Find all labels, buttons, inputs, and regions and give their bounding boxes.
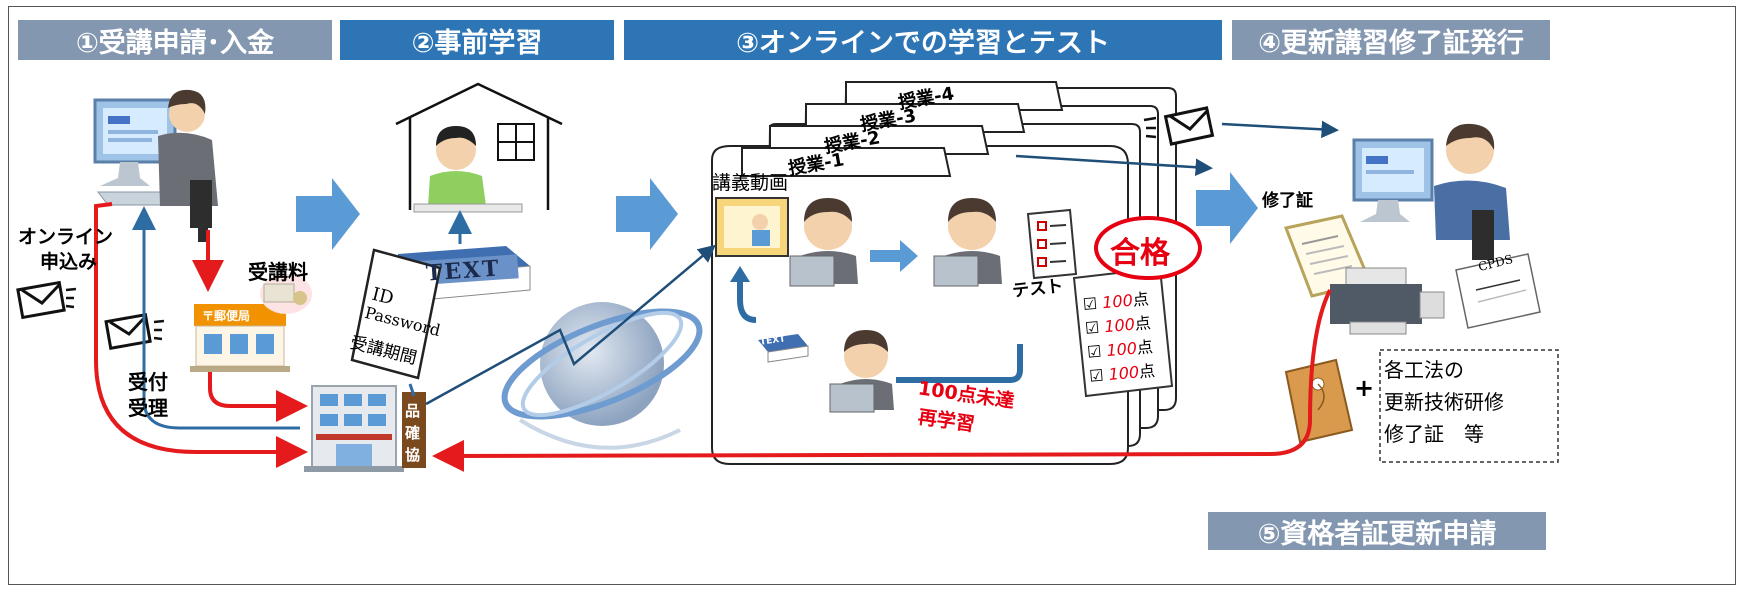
- note-box: [1379, 349, 1559, 463]
- step2-header: ②事前学習: [340, 20, 614, 60]
- building-icon: [304, 385, 426, 472]
- login-card-icon: [350, 248, 442, 380]
- check-icon: ☑: [1082, 293, 1104, 314]
- score-value: 100: [1103, 314, 1136, 337]
- student-laptop-icon: [789, 198, 858, 287]
- process-arrow: [616, 178, 678, 250]
- note-line-3: 修了証 等: [1384, 422, 1484, 446]
- home-study-icon: [395, 82, 563, 213]
- step3-header: ③オンラインでの学習とテスト: [624, 20, 1222, 60]
- process-arrow: [296, 178, 360, 250]
- check-icon: ☑: [1086, 341, 1108, 362]
- check-icon: ☑: [1084, 317, 1106, 338]
- pass-label: 合格: [1110, 236, 1170, 271]
- relearn-arrow: [730, 266, 1023, 383]
- step5-header: ⑤資格者証更新申請: [1208, 512, 1546, 550]
- org-label: 協: [405, 446, 421, 464]
- score-unit: 点: [1136, 337, 1154, 358]
- envelope-icon: [16, 280, 77, 320]
- post-office-icon: [190, 304, 290, 372]
- note-line-1: 各工法の: [1384, 358, 1464, 382]
- textbook-title: TEXT: [425, 255, 502, 287]
- test-sheet-icon: [1026, 208, 1078, 280]
- envelope-icon: [1143, 106, 1215, 146]
- lecture-video-icon: [715, 197, 789, 257]
- envelope-icon: [104, 312, 165, 350]
- plus-sign: +: [1354, 374, 1375, 402]
- test-label: テスト: [1011, 276, 1065, 302]
- online-apply-label: 申込み: [40, 251, 98, 273]
- student-laptop-icon: [829, 330, 894, 413]
- process-arrow: [1196, 172, 1258, 244]
- org-label: 確: [405, 424, 421, 442]
- score-value: 100: [1107, 362, 1140, 385]
- study-flow-arrow: [870, 240, 918, 272]
- certificate-label: 修了証: [1262, 191, 1313, 211]
- textbook-icon: [758, 334, 809, 363]
- money-icon: [260, 274, 312, 314]
- score-unit: 点: [1131, 289, 1150, 310]
- note-line-2: 更新技術研修: [1384, 390, 1504, 414]
- receipt-label: 受理: [128, 396, 168, 420]
- internet-globe-icon: [501, 302, 703, 450]
- score-unit: 点: [1134, 313, 1152, 334]
- cpds-card-icon: [1455, 253, 1541, 329]
- step1-header: ①受講申請･入金: [18, 20, 332, 60]
- score-unit: 点: [1138, 361, 1156, 382]
- receipt-label: 受付: [128, 370, 168, 394]
- document-envelope-icon: [1284, 358, 1354, 444]
- network-line: [425, 120, 1339, 406]
- student-laptop-icon: [933, 198, 1002, 287]
- score-list: ☑ 100点 ☑ 100点 ☑ 100点 ☑ 100点: [1082, 287, 1156, 388]
- check-icon: ☑: [1088, 365, 1110, 386]
- score-value: 100: [1101, 290, 1134, 313]
- pass-stamp-icon: [1094, 216, 1202, 280]
- blue-flow-arrows: [132, 206, 472, 430]
- fee-label: 受講料: [248, 260, 308, 284]
- printer-icon: [1330, 267, 1445, 335]
- lecture-video-label: 講義動画: [712, 172, 789, 194]
- red-flow-arrows: [94, 202, 1332, 472]
- user-computer-icon: [93, 89, 218, 242]
- step4-header: ④更新講習修了証発行: [1232, 20, 1550, 60]
- post-office-label: 〒郵便局: [202, 309, 251, 323]
- diagram-frame: [8, 6, 1736, 585]
- user-computer-icon: [1352, 123, 1510, 260]
- online-apply-label: オンライン: [18, 226, 114, 248]
- org-label: 品: [405, 402, 421, 420]
- score-value: 100: [1105, 338, 1138, 361]
